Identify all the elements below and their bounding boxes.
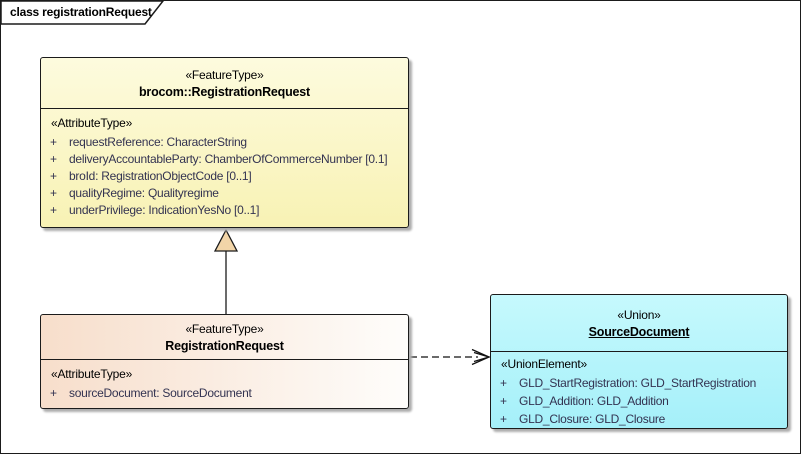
attribute-row: + deliveryAccountableParty: ChamberOfCom… bbox=[41, 150, 408, 167]
class-box-source-document: «Union» SourceDocument «UnionElement» + … bbox=[490, 294, 788, 429]
class-stereotype: «FeatureType» bbox=[185, 67, 264, 82]
class-name: brocom::RegistrationRequest bbox=[138, 84, 310, 99]
attribute-signature: GLD_Closure: GLD_Closure bbox=[519, 412, 666, 426]
attribute-visibility: + bbox=[50, 385, 57, 400]
attributes-compartment: «AttributeType» + sourceDocument: Source… bbox=[41, 359, 408, 401]
attribute-signature: GLD_StartRegistration: GLD_StartRegistra… bbox=[519, 376, 757, 390]
attribute-signature: qualityRegime: Qualityregime bbox=[69, 185, 219, 200]
attribute-visibility: + bbox=[500, 394, 507, 408]
class-box-registration-request: «FeatureType» RegistrationRequest «Attri… bbox=[40, 314, 409, 409]
attribute-visibility: + bbox=[50, 185, 57, 200]
attribute-signature: broId: RegistrationObjectCode [0..1] bbox=[69, 168, 252, 183]
class-header: «Union» SourceDocument bbox=[491, 295, 787, 351]
attribute-visibility: + bbox=[50, 168, 57, 183]
attribute-row: + GLD_Closure: GLD_Closure bbox=[491, 410, 787, 428]
attribute-visibility: + bbox=[500, 376, 507, 390]
compartment-stereotype: «AttributeType» bbox=[51, 116, 133, 130]
attribute-row: + GLD_StartRegistration: GLD_StartRegist… bbox=[491, 374, 787, 392]
attribute-row: + sourceDocument: SourceDocument bbox=[41, 384, 408, 401]
class-stereotype: «Union» bbox=[617, 307, 661, 322]
class-name: RegistrationRequest bbox=[165, 338, 284, 353]
attribute-row: + broId: RegistrationObjectCode [0..1] bbox=[41, 167, 408, 184]
generalization-arrow bbox=[213, 228, 239, 314]
attribute-visibility: + bbox=[50, 202, 57, 217]
diagram-frame-tab: class registrationRequest bbox=[1, 1, 181, 29]
class-header: «FeatureType» brocom::RegistrationReques… bbox=[41, 58, 408, 108]
attributes-compartment: «AttributeType» + requestReference: Char… bbox=[41, 108, 408, 218]
compartment-stereotype: «UnionElement» bbox=[501, 357, 587, 371]
attribute-signature: requestReference: CharacterString bbox=[69, 134, 247, 149]
attribute-signature: deliveryAccountableParty: ChamberOfComme… bbox=[69, 151, 388, 166]
diagram-title: class registrationRequest bbox=[10, 5, 152, 19]
attribute-visibility: + bbox=[500, 412, 507, 426]
attribute-visibility: + bbox=[50, 134, 57, 149]
attribute-signature: underPrivilege: IndicationYesNo [0..1] bbox=[69, 202, 260, 217]
attribute-row: + requestReference: CharacterString bbox=[41, 133, 408, 150]
class-name: SourceDocument bbox=[588, 324, 690, 339]
attribute-row: + qualityRegime: Qualityregime bbox=[41, 184, 408, 201]
attributes-compartment: «UnionElement» + GLD_StartRegistration: … bbox=[491, 351, 787, 428]
dependency-arrow bbox=[410, 348, 492, 366]
attribute-signature: GLD_Addition: GLD_Addition bbox=[519, 394, 669, 408]
compartment-stereotype: «AttributeType» bbox=[51, 367, 133, 381]
class-box-brocom-registration-request: «FeatureType» brocom::RegistrationReques… bbox=[40, 57, 409, 228]
attribute-signature: sourceDocument: SourceDocument bbox=[69, 385, 252, 400]
frame-tab-shape bbox=[1, 1, 164, 25]
class-header: «FeatureType» RegistrationRequest bbox=[41, 315, 408, 359]
attribute-visibility: + bbox=[50, 151, 57, 166]
class-stereotype: «FeatureType» bbox=[185, 321, 264, 336]
attribute-row: + GLD_Addition: GLD_Addition bbox=[491, 392, 787, 410]
attribute-row: + underPrivilege: IndicationYesNo [0..1] bbox=[41, 201, 408, 218]
